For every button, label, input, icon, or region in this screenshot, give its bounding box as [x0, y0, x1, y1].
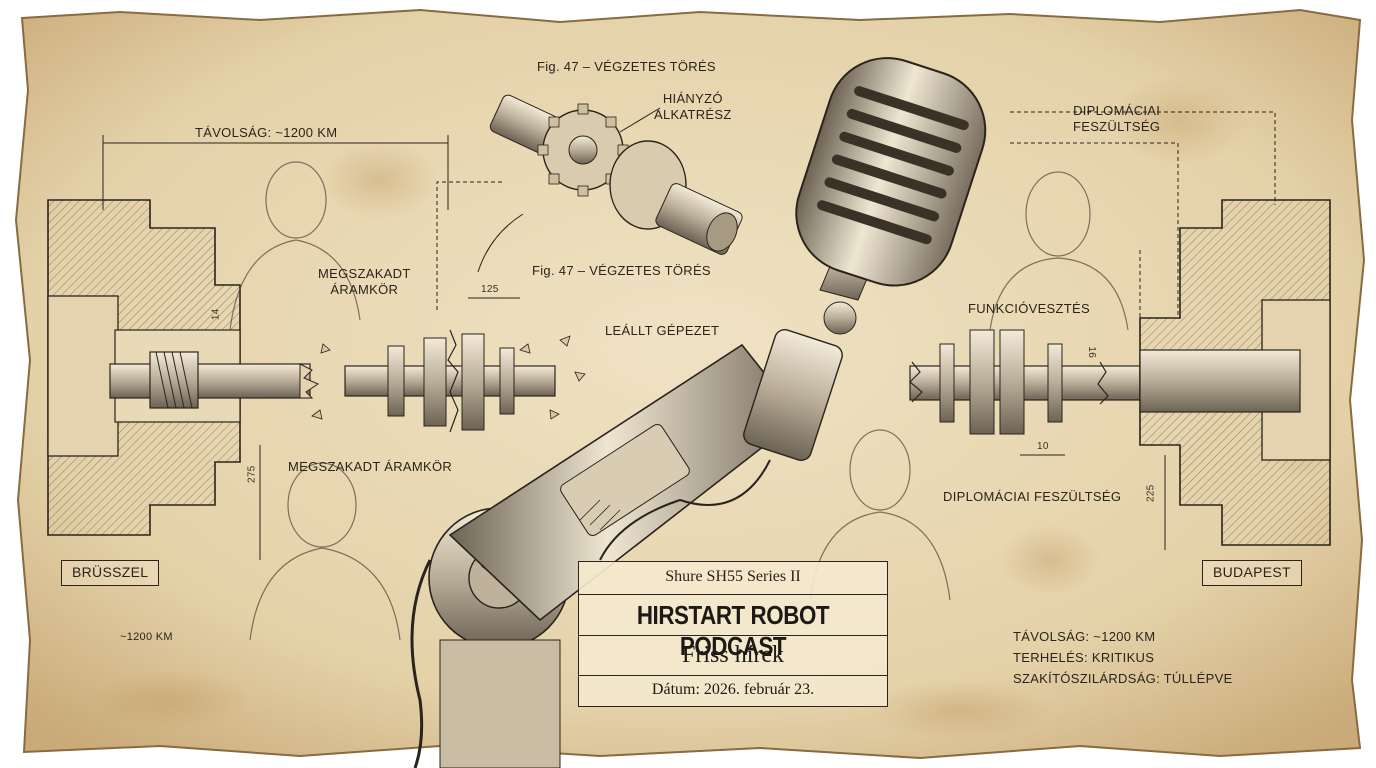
missing-part-line-2: ALKATRÉSZ: [654, 107, 732, 123]
dimension-lines: [102, 111, 1276, 560]
stats-block: TÁVOLSÁG: ~1200 KM TERHELÉS: KRITIKUS SZ…: [1013, 626, 1233, 689]
missing-part-label: HIÁNYZÓ ALKATRÉSZ: [654, 91, 732, 124]
sketched-figures: [229, 161, 1129, 641]
dim-16: 16: [1086, 346, 1098, 359]
right-housing: [1139, 199, 1331, 546]
broken-coupling-right: [909, 329, 1141, 435]
broken-circuit-label-1: MEGSZAKADT ÁRAMKÖR: [318, 266, 411, 299]
stat-tensile: SZAKÍTÓSZILÁRDSÁG: TÚLLÉPVE: [1013, 671, 1233, 686]
distance-top-label: TÁVOLSÁG: ~1200 KM: [195, 125, 338, 140]
title-card: Shure SH55 Series II HIRSTART ROBOT PODC…: [578, 561, 888, 707]
dim-275: 275: [246, 465, 258, 484]
stopped-machine-label: LEÁLLT GÉPEZET: [605, 323, 720, 338]
left-shaft: [109, 351, 320, 409]
broken-circuit-line-2: ÁRAMKÖR: [330, 282, 399, 298]
city-label-budapest: BUDAPEST: [1202, 560, 1302, 586]
broken-circuit-line-1: MEGSZAKADT: [318, 266, 411, 281]
distance-small-label: ~1200 KM: [120, 631, 173, 643]
dim-225: 225: [1145, 484, 1157, 503]
podcast-date: Dátum: 2026. február 23.: [651, 681, 815, 698]
diplomatic-tension-label-2: DIPLOMÁCIAI FESZÜLTSÉG: [943, 489, 1122, 504]
diplomatic-tension-line-2: FESZÜLTSÉG: [1073, 119, 1161, 135]
microphone-robot-arm: [410, 57, 987, 768]
broken-coupling-left: [311, 329, 586, 433]
diplomatic-tension-label-1: DIPLOMÁCIAI FESZÜLTSÉG: [1073, 103, 1160, 136]
stat-distance: TÁVOLSÁG: ~1200 KM: [1013, 629, 1156, 644]
fig-caption-mid: Fig. 47 – VÉGZETES TÖRÉS: [532, 263, 711, 278]
date-box: Dátum: 2026. február 23.: [579, 675, 887, 707]
diplomatic-tension-line-1: DIPLOMÁCIAI: [1073, 103, 1161, 118]
dim-10: 10: [1037, 441, 1049, 452]
exploded-gear-diagram: [489, 94, 743, 255]
stat-load: TERHELÉS: KRITIKUS: [1013, 650, 1155, 665]
dim-125: 125: [481, 284, 499, 295]
podcast-title: HIRSTART ROBOT PODCAST: [636, 600, 830, 661]
mic-model-label: Shure SH55 Series II: [665, 568, 801, 585]
function-loss-label: FUNKCIÓVESZTÉS: [968, 301, 1090, 316]
podcast-subtitle: Friss hírek: [682, 642, 784, 668]
missing-part-line-1: HIÁNYZÓ: [662, 91, 723, 106]
city-label-brussels: BRÜSSZEL: [61, 560, 160, 586]
title-box: HIRSTART ROBOT PODCAST: [579, 594, 887, 661]
dim-14: 14: [210, 308, 222, 321]
broken-circuit-label-2: MEGSZAKADT ÁRAMKÖR: [288, 459, 453, 474]
fig-caption-top: Fig. 47 – VÉGZETES TÖRÉS: [537, 59, 716, 74]
